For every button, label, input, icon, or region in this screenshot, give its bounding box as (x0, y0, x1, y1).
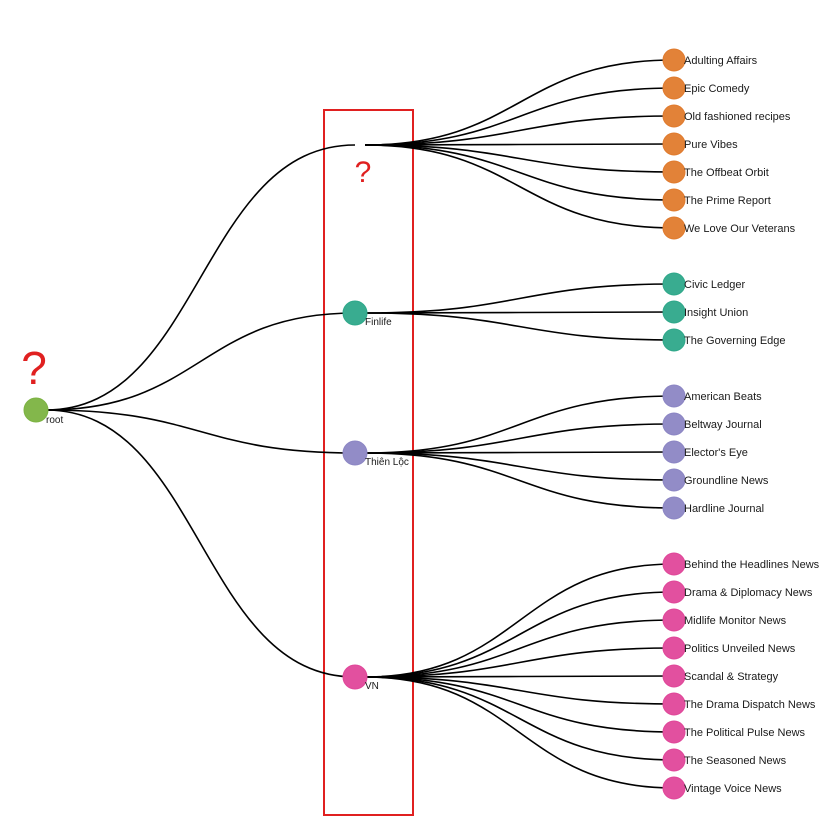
leaf-label: Groundline News (684, 475, 769, 487)
leaf-node (662, 776, 686, 800)
leaf-label: The Offbeat Orbit (684, 167, 769, 179)
leaf-label: The Political Pulse News (684, 727, 806, 739)
leaf-label: Scandal & Strategy (684, 671, 779, 683)
leaf-label: Pure Vibes (684, 139, 738, 151)
leaf-label: Behind the Headlines News (684, 559, 820, 571)
leaf-node (662, 160, 686, 184)
leaf-node (662, 440, 686, 464)
edge-vn-scandal-strategy (364, 675, 675, 678)
group-label: Thiên Lộc (365, 457, 409, 468)
root-label: root (46, 415, 63, 426)
edge-unknown-old-fashioned-recipes (364, 115, 675, 146)
leaf-node (662, 580, 686, 604)
edge-thi-n-l-c-elector-s-eye (364, 451, 675, 454)
highlight-box (323, 109, 414, 816)
leaf-label: Adulting Affairs (684, 55, 758, 67)
leaf-label: Elector's Eye (684, 447, 748, 459)
leaf-node (662, 76, 686, 100)
group-label: VN (365, 681, 379, 692)
edge-vn-the-political-pulse-news (364, 676, 675, 733)
edge-thi-n-l-c-hardline-journal (364, 452, 675, 509)
leaf-label: The Drama Dispatch News (684, 699, 816, 711)
leaf-label: Insight Union (684, 307, 748, 319)
leaf-label: Politics Unveiled News (684, 643, 796, 655)
leaf-label: We Love Our Veterans (684, 223, 796, 235)
edge-thi-n-l-c-groundline-news (364, 452, 675, 481)
leaf-label: Midlife Monitor News (684, 615, 787, 627)
leaf-node (662, 496, 686, 520)
leaf-node (662, 412, 686, 436)
edge-root-unknown (45, 144, 356, 411)
leaf-node (662, 748, 686, 772)
unknown-group-mark: ? (355, 156, 372, 189)
leaf-label: Hardline Journal (684, 503, 764, 515)
edge-root-thi-n-l-c (45, 409, 356, 454)
root-unknown-mark: ? (21, 342, 47, 394)
edge-vn-behind-the-headlines-news (364, 563, 675, 678)
leaf-node (662, 692, 686, 716)
leaf-node (662, 272, 686, 296)
edge-vn-drama-diplomacy-news (364, 591, 675, 678)
leaf-node (662, 608, 686, 632)
edges-layer (45, 59, 680, 789)
group-label: Finlife (365, 317, 392, 328)
leaf-label: Civic Ledger (684, 279, 745, 291)
edge-unknown-the-offbeat-orbit (364, 144, 675, 173)
edge-thi-n-l-c-beltway-journal (364, 423, 675, 454)
leaf-label: American Beats (684, 391, 762, 403)
edge-vn-politics-unveiled-news (364, 647, 675, 678)
edge-thi-n-l-c-american-beats (364, 395, 675, 454)
edge-unknown-adulting-affairs (364, 59, 675, 146)
leaf-node (662, 664, 686, 688)
edge-unknown-we-love-our-veterans (364, 144, 675, 229)
edge-vn-midlife-monitor-news (364, 619, 675, 678)
leaf-label: The Governing Edge (684, 335, 786, 347)
edge-root-vn (45, 409, 356, 678)
leaf-node (662, 328, 686, 352)
group-node-finlife (342, 300, 368, 326)
edge-finlife-the-governing-edge (364, 312, 675, 341)
leaf-node (662, 48, 686, 72)
edge-finlife-insight-union (364, 311, 675, 314)
group-node-vn (342, 664, 368, 690)
edge-vn-the-drama-dispatch-news (364, 676, 675, 705)
edge-unknown-the-prime-report (364, 144, 675, 201)
edge-finlife-civic-ledger (364, 283, 675, 314)
edge-unknown-pure-vibes (364, 143, 675, 146)
leaf-node (662, 384, 686, 408)
leaf-node (662, 132, 686, 156)
leaf-node (662, 720, 686, 744)
leaf-node (662, 216, 686, 240)
leaf-label: Drama & Diplomacy News (684, 587, 813, 599)
leaf-node (662, 104, 686, 128)
leaf-label: Epic Comedy (684, 83, 750, 95)
leaf-label: Old fashioned recipes (684, 111, 791, 123)
leaf-node (662, 188, 686, 212)
group-node-thi-n-l-c (342, 440, 368, 466)
leaf-label: The Prime Report (684, 195, 771, 207)
root-node (23, 397, 49, 423)
leaf-label: Beltway Journal (684, 419, 762, 431)
leaf-node (662, 636, 686, 660)
leaf-label: Vintage Voice News (684, 783, 782, 795)
edge-unknown-epic-comedy (364, 87, 675, 146)
edge-vn-vintage-voice-news (364, 676, 675, 789)
nodes-layer (23, 48, 686, 800)
leaf-label: The Seasoned News (684, 755, 787, 767)
leaf-node (662, 300, 686, 324)
leaf-node (662, 468, 686, 492)
edge-root-finlife (45, 312, 356, 411)
leaf-node (662, 552, 686, 576)
edge-vn-the-seasoned-news (364, 676, 675, 761)
